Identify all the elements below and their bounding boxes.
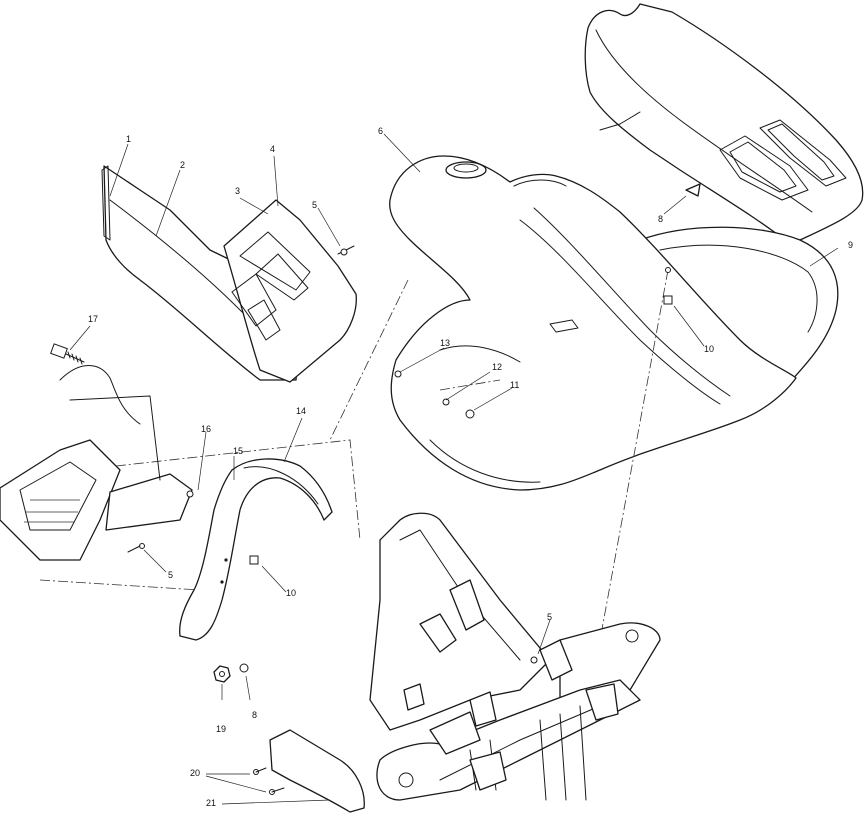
- callout-5-left: 5: [168, 570, 173, 580]
- callout-12: 12: [492, 362, 502, 372]
- callout-19: 19: [216, 724, 226, 734]
- frame-part: [369, 512, 661, 801]
- callout-5-top: 5: [312, 200, 317, 210]
- leader-lines: [69, 133, 839, 805]
- callout-14: 14: [296, 406, 306, 416]
- callout-10-lower: 10: [286, 588, 296, 598]
- callout-3: 3: [235, 186, 240, 196]
- callout-17: 17: [88, 314, 98, 324]
- callout-1: 1: [126, 134, 131, 144]
- callout-11: 11: [510, 380, 519, 390]
- callout-2: 2: [180, 160, 185, 170]
- guide-lines: [39, 269, 669, 641]
- callout-20: 20: [190, 768, 200, 778]
- callout-9: 9: [848, 240, 853, 250]
- callout-16: 16: [201, 424, 211, 434]
- callout-4: 4: [270, 144, 275, 154]
- callout-labels: 1 2 3 4 5 6 8 9 10 17 13 12 11 14 16 15 …: [88, 126, 853, 808]
- callout-13: 13: [440, 338, 450, 348]
- callout-5-frame: 5: [547, 612, 552, 622]
- callout-8-lower: 8: [252, 710, 257, 720]
- fender-flare-part: [179, 458, 333, 641]
- callout-6: 6: [378, 126, 383, 136]
- callout-8-rear: 8: [658, 214, 663, 224]
- footrest-parts: [0, 365, 194, 561]
- callout-15: 15: [233, 446, 243, 456]
- rear-rack-part: [584, 3, 864, 245]
- front-fender-part: [389, 155, 797, 491]
- callout-10-rear: 10: [704, 344, 714, 354]
- callout-21: 21: [206, 798, 216, 808]
- skid-plate-part: [269, 729, 365, 813]
- hardware-parts: [50, 183, 701, 795]
- front-panel-parts: [101, 165, 357, 383]
